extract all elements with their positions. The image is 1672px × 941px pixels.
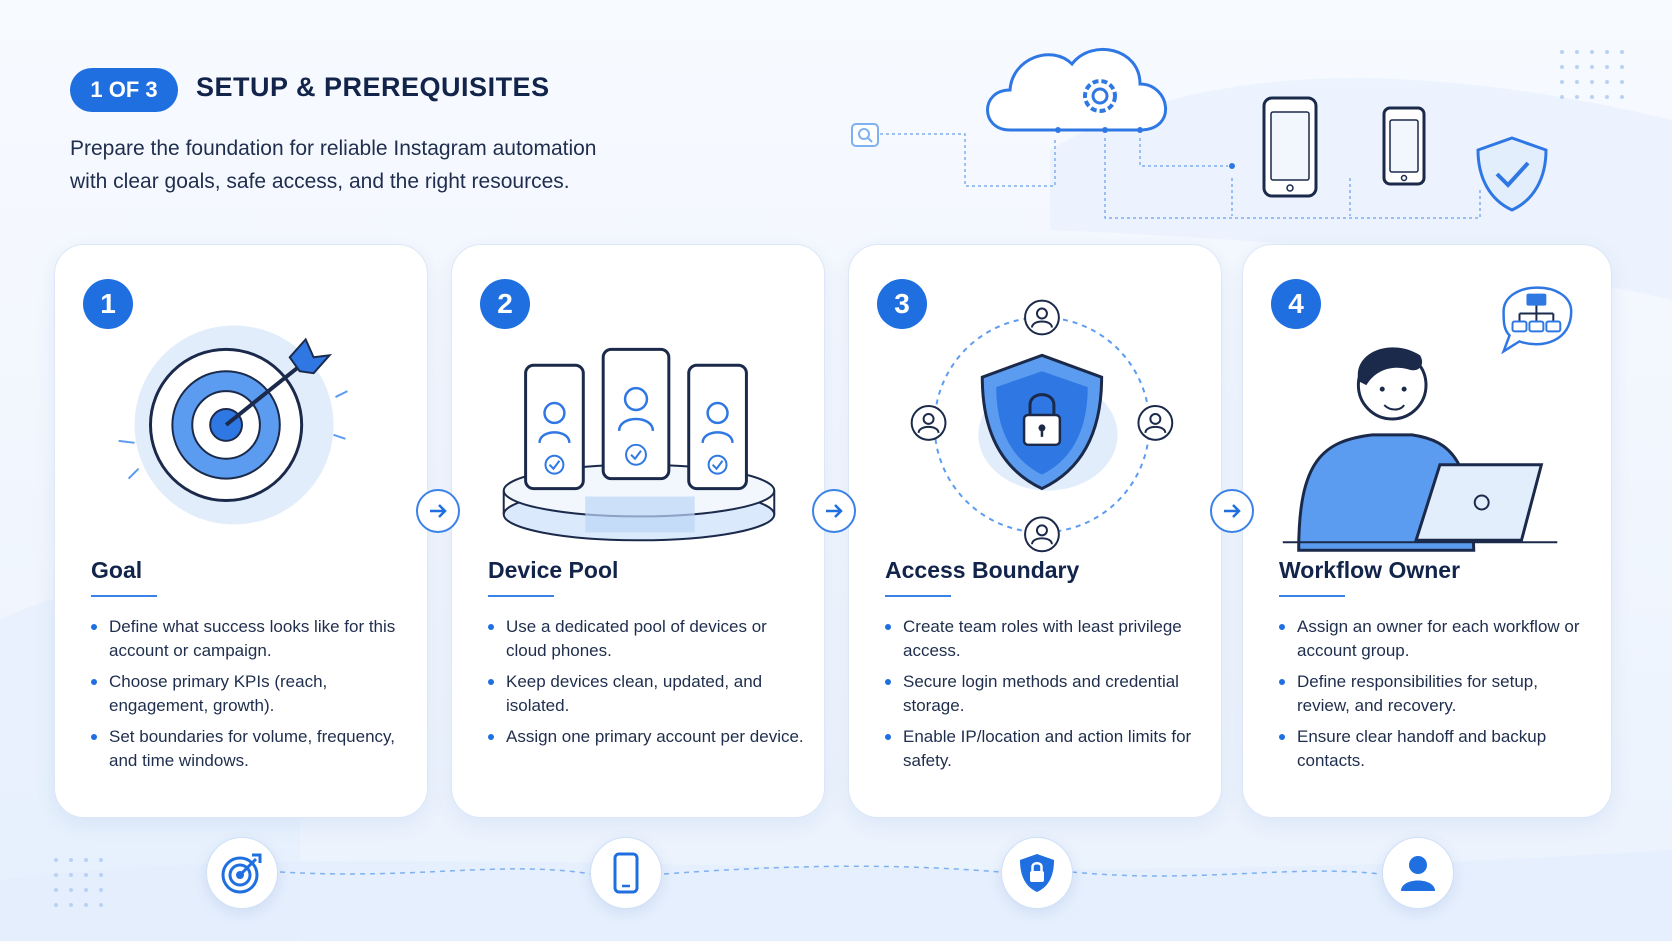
smartphone-icon (1262, 96, 1318, 198)
card-title: Goal (91, 557, 143, 583)
smartphone-icon (601, 347, 671, 481)
card-number-badge: 1 (83, 279, 133, 329)
arrow-right-icon (812, 489, 856, 533)
user-icon (910, 299, 1174, 553)
smartphone-icon (524, 363, 585, 491)
list-item: Keep devices clean, updated, and isolate… (488, 670, 804, 718)
page-title: SETUP & PREREQUISITES (196, 72, 550, 102)
subtitle-line: Prepare the foundation for reliable Inst… (70, 137, 597, 160)
card-number-badge: 4 (1271, 279, 1321, 329)
cloud-gear-icon (986, 47, 1168, 133)
shield-lock-icon (910, 299, 1174, 553)
list-item: Secure login methods and credential stor… (885, 670, 1201, 718)
card-goal: 1 Goal Define what success looks like fo… (54, 244, 428, 818)
target-icon (118, 325, 348, 525)
page-subtitle: Prepare the foundation for reliable Inst… (70, 132, 690, 198)
arrow-right-icon (1210, 489, 1254, 533)
list-item: Set boundaries for volume, frequency, an… (91, 725, 407, 773)
list-item: Define responsibilities for setup, revie… (1279, 670, 1591, 718)
card-number-badge: 3 (877, 279, 927, 329)
list-item: Enable IP/location and action limits for… (885, 725, 1201, 773)
smartphone-icon (687, 363, 748, 491)
card-title: Device Pool (488, 557, 619, 583)
list-item: Choose primary KPIs (reach, engagement, … (91, 670, 407, 718)
card-device-pool: 2 Device Pool Use a de (451, 244, 825, 818)
card-bullet-list: Use a dedicated pool of devices or cloud… (488, 615, 804, 756)
list-item: Ensure clear handoff and backup contacts… (1279, 725, 1591, 773)
arrow-right-icon (416, 489, 460, 533)
hero-illustration (851, 47, 1548, 219)
device-pool-icon (502, 347, 776, 542)
card-workflow-owner: 4 Workflow Owner Assign an owner for eac… (1242, 244, 1612, 818)
user-icon (1382, 837, 1454, 909)
list-item: Assign an owner for each workflow or acc… (1279, 615, 1591, 663)
title-underline (91, 595, 157, 597)
list-item: Create team roles with least privilege a… (885, 615, 1201, 663)
title-underline (488, 595, 554, 597)
org-chart-icon (1501, 286, 1573, 355)
shield-lock-icon (1001, 837, 1073, 909)
card-bullet-list: Create team roles with least privilege a… (885, 615, 1201, 780)
card-title: Workflow Owner (1279, 557, 1461, 583)
search-icon (851, 123, 879, 147)
shield-check-icon (1476, 136, 1548, 212)
card-title: Access Boundary (885, 557, 1080, 583)
target-icon (206, 837, 278, 909)
card-bullet-list: Assign an owner for each workflow or acc… (1279, 615, 1591, 780)
list-item: Define what success looks like for this … (91, 615, 407, 663)
smartphone-icon (1382, 106, 1426, 186)
smartphone-icon (590, 837, 662, 909)
card-number-badge: 2 (480, 279, 530, 329)
subtitle-line: with clear goals, safe access, and the r… (70, 170, 570, 193)
step-indicator-badge: 1 OF 3 (70, 68, 178, 112)
title-underline (1279, 595, 1345, 597)
list-item: Assign one primary account per device. (488, 725, 804, 749)
list-item: Use a dedicated pool of devices or cloud… (488, 615, 804, 663)
workflow-owner-icon (1282, 286, 1573, 552)
title-underline (885, 595, 951, 597)
card-bullet-list: Define what success looks like for this … (91, 615, 407, 780)
card-access-boundary: 3 Access Boundary Create team roles with… (848, 244, 1222, 818)
